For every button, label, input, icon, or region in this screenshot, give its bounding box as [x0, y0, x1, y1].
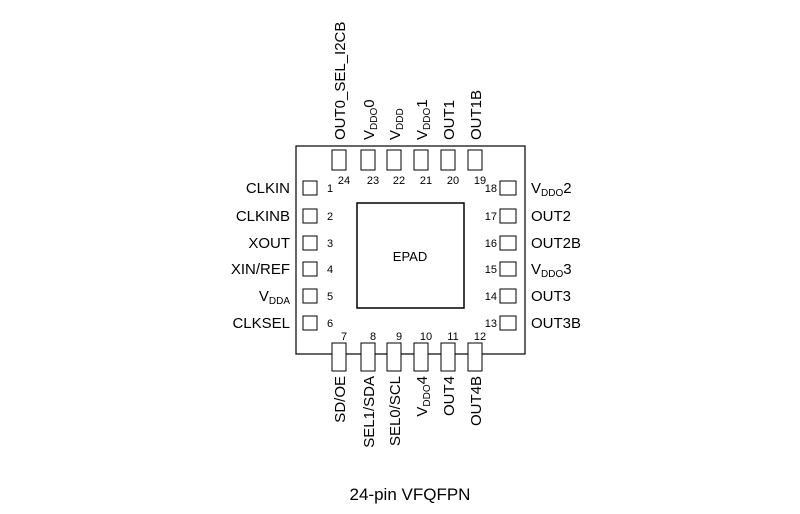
- pin-pad-bottom-11: [440, 342, 456, 372]
- pin-number: 4: [327, 264, 333, 276]
- pin-pad-left-5: [302, 288, 318, 304]
- pin-label-vddd: VDDD: [387, 108, 406, 140]
- package-caption: 24-pin VFQFPN: [350, 485, 471, 504]
- pin-label-xout: XOUT: [248, 235, 290, 252]
- pin-label-out3: OUT3: [531, 288, 571, 305]
- pin-number: 15: [485, 264, 497, 276]
- pins-layer: 1 CLKIN 2 CLKINB 3 XOUT 4 XIN/REF 5 VDDA 6 CLKSEL 18…: [231, 22, 581, 448]
- pin-pad-left-6: [302, 315, 318, 331]
- pin-pad-top-20: [440, 149, 456, 171]
- pin-label-sd-oe: SD/OE: [332, 376, 349, 423]
- pin-number: 20: [447, 175, 459, 187]
- pin-label-out3b: OUT3B: [531, 315, 581, 332]
- pin-label-sel0-scl: SEL0/SCL: [387, 376, 404, 446]
- pin-pad-right-16: [499, 235, 517, 251]
- pin-label-vdda: VDDA: [259, 288, 290, 307]
- pin-pad-top-24: [331, 149, 347, 171]
- pin-number: 23: [367, 175, 379, 187]
- pin-number: 14: [485, 291, 497, 303]
- pin-number: 10: [420, 331, 432, 343]
- pin-pad-top-19: [467, 149, 483, 171]
- pin-number: 9: [396, 331, 402, 343]
- pin-number: 17: [485, 211, 497, 223]
- pin-label-out4: OUT4: [441, 376, 458, 416]
- pin-label-out1: OUT1: [441, 100, 458, 140]
- pin-label-vddo3: VDDO3: [531, 261, 572, 280]
- pin-number: 8: [370, 331, 376, 343]
- pin-label-vddo0: VDDO0: [361, 99, 380, 140]
- pin-pad-right-13: [499, 315, 517, 331]
- pin-pad-right-17: [499, 208, 517, 224]
- pin-number: 12: [474, 331, 486, 343]
- epad-label: EPAD: [393, 249, 427, 264]
- pin-number: 19: [474, 175, 486, 187]
- pin-label-out4b: OUT4B: [468, 376, 485, 426]
- pin-number: 2: [327, 211, 333, 223]
- pin-number: 24: [338, 175, 350, 187]
- pin-number: 13: [485, 318, 497, 330]
- pin-label-out2: OUT2: [531, 208, 571, 225]
- pin-pad-bottom-7: [331, 342, 347, 372]
- pin-pad-top-22: [386, 149, 402, 171]
- pin-pad-left-1: [302, 180, 318, 196]
- pin-pad-bottom-9: [386, 342, 402, 372]
- pin-label-sel1-sda: SEL1/SDA: [361, 376, 378, 448]
- pin-number: 21: [420, 175, 432, 187]
- pin-pad-right-18: [499, 180, 517, 196]
- pin-label-clkinb: CLKINB: [236, 208, 290, 225]
- pin-label-out1b: OUT1B: [468, 90, 485, 140]
- pin-pad-left-4: [302, 261, 318, 277]
- pin-number: 6: [327, 318, 333, 330]
- pin-pad-left-3: [302, 235, 318, 251]
- pin-pad-bottom-10: [413, 342, 429, 372]
- pin-pad-bottom-12: [467, 342, 483, 372]
- pin-number: 22: [393, 175, 405, 187]
- pin-pad-top-21: [413, 149, 429, 171]
- pin-number: 7: [341, 331, 347, 343]
- pin-pad-bottom-8: [360, 342, 376, 372]
- pin-label-vddo4: VDDO4: [414, 376, 433, 417]
- pin-pad-top-23: [360, 149, 376, 171]
- pin-number: 11: [447, 331, 458, 343]
- pin-label-out0-sel-i2cb: OUT0_SEL_I2CB: [332, 22, 349, 140]
- pin-pad-left-2: [302, 208, 318, 224]
- pin-label-vddo1: VDDO1: [414, 99, 433, 140]
- pin-label-vddo2: VDDO2: [531, 180, 572, 199]
- pin-number: 3: [327, 238, 333, 250]
- pin-number: 1: [327, 183, 333, 195]
- pin-number: 5: [327, 291, 333, 303]
- pin-pad-right-14: [499, 288, 517, 304]
- pin-pad-right-15: [499, 261, 517, 277]
- exposed-pad: [356, 202, 465, 309]
- pin-number: 18: [485, 183, 497, 195]
- pin-number: 16: [485, 238, 497, 250]
- pin-label-clksel: CLKSEL: [232, 315, 290, 332]
- pin-label-clkin: CLKIN: [246, 180, 290, 197]
- pin-label-xin-ref: XIN/REF: [231, 261, 290, 278]
- pin-label-out2b: OUT2B: [531, 235, 581, 252]
